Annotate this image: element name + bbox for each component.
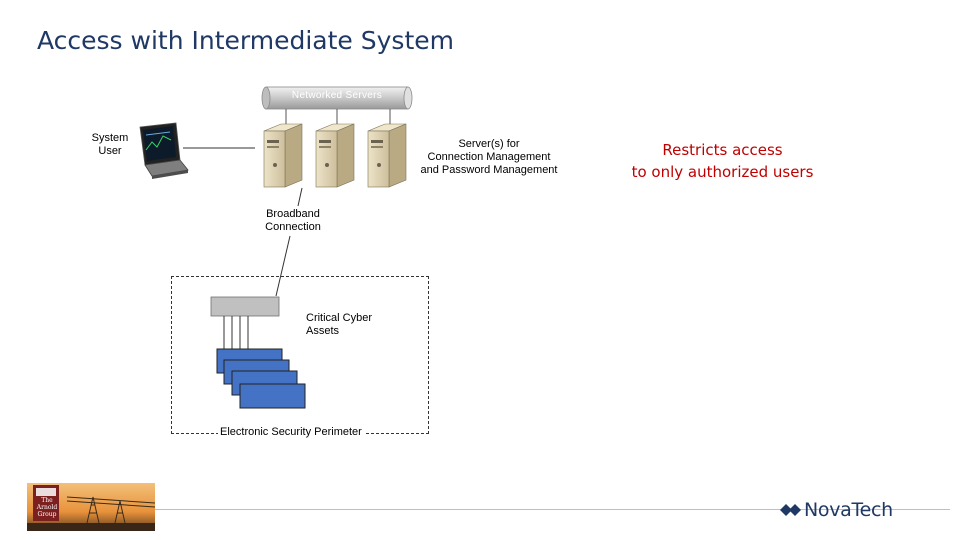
- laptop-icon: [139, 122, 189, 179]
- server-icon: [367, 123, 407, 188]
- callout-text: Restricts access to only authorized user…: [631, 141, 814, 181]
- asset-box: [239, 383, 306, 409]
- arnold-group-logo-text: The Arnold Group: [36, 497, 58, 518]
- arnold-group-logo: The Arnold Group: [27, 483, 155, 531]
- novatech-wordmark: NovaTech: [804, 499, 893, 521]
- broadband-line-lower: [275, 235, 291, 297]
- server-icon: [263, 123, 303, 188]
- servers-label: Server(s) for Connection Management and …: [420, 138, 558, 176]
- network-switch: [210, 296, 280, 317]
- assets-label: Critical Cyber Assets: [306, 312, 373, 337]
- bus-label: Networked Servers: [291, 90, 383, 101]
- broadband-line-upper: [297, 187, 303, 207]
- novatech-diamond-icon: [780, 504, 801, 516]
- slide-title: Access with Intermediate System: [37, 26, 454, 55]
- network-bus: [261, 86, 413, 110]
- security-perimeter: [171, 276, 429, 434]
- broadband-label: Broadband Connection: [265, 208, 321, 233]
- perimeter-label: Electronic Security Perimeter: [218, 426, 364, 438]
- server-icon: [315, 123, 355, 188]
- novatech-logo: NovaTech: [780, 498, 893, 522]
- footer-divider: [30, 509, 950, 510]
- system-user-label: System User: [91, 132, 129, 157]
- arnold-group-logo-image: [27, 483, 155, 531]
